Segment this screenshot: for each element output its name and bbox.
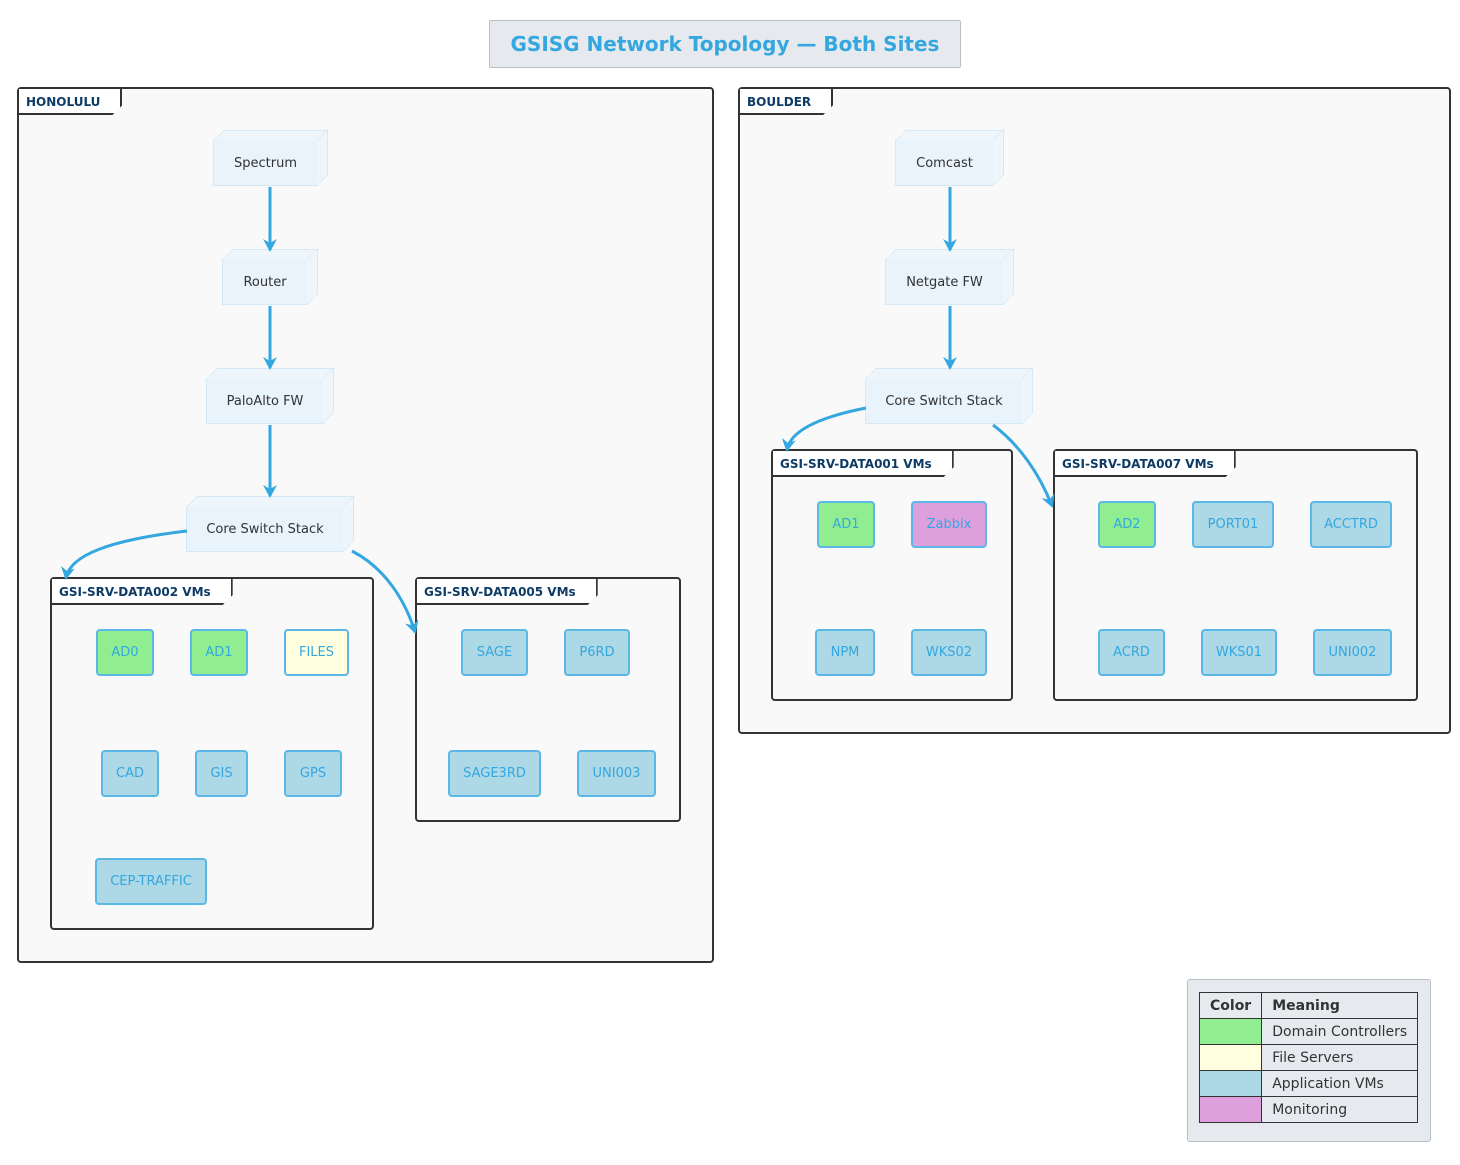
diagram-title: GSISG Network Topology — Both Sites <box>489 20 961 68</box>
honolulu-data002-label: GSI-SRV-DATA002 VMs <box>52 579 233 605</box>
honolulu-firewall-node: PaloAlto FW <box>206 378 324 424</box>
vm-files[interactable]: FILES <box>284 629 349 676</box>
honolulu-data005-label: GSI-SRV-DATA005 VMs <box>417 579 598 605</box>
vm-npm[interactable]: NPM <box>815 629 875 676</box>
vm-cep-traffic[interactable]: CEP-TRAFFIC <box>95 858 207 905</box>
legend-swatch-monitoring <box>1198 1096 1263 1123</box>
legend: Color Meaning Domain Controllers File Se… <box>1187 979 1431 1142</box>
vm-acctrd[interactable]: ACCTRD <box>1310 501 1392 548</box>
honolulu-site-label: HONOLULU <box>19 89 122 115</box>
vm-uni002[interactable]: UNI002 <box>1313 629 1392 676</box>
vm-acrd[interactable]: ACRD <box>1098 629 1165 676</box>
legend-header-color: Color <box>1198 992 1263 1019</box>
vm-gis[interactable]: GIS <box>195 750 248 797</box>
boulder-firewall-node: Netgate FW <box>885 259 1004 305</box>
honolulu-router-node: Router <box>222 259 308 305</box>
vm-ad1-honolulu[interactable]: AD1 <box>190 629 248 676</box>
vm-wks01[interactable]: WKS01 <box>1201 629 1277 676</box>
vm-p6rd[interactable]: P6RD <box>564 629 630 676</box>
legend-label-application-vm: Application VMs <box>1261 1070 1419 1097</box>
vm-port01[interactable]: PORT01 <box>1192 501 1274 548</box>
legend-swatch-application-vm <box>1198 1070 1263 1097</box>
boulder-data007-label: GSI-SRV-DATA007 VMs <box>1055 451 1236 477</box>
vm-gps[interactable]: GPS <box>284 750 342 797</box>
vm-ad1-boulder[interactable]: AD1 <box>817 501 875 548</box>
honolulu-isp-node: Spectrum <box>213 140 318 186</box>
boulder-data001-frame: GSI-SRV-DATA001 VMs <box>771 449 1013 701</box>
boulder-core-switch-node: Core Switch Stack <box>865 378 1023 424</box>
vm-ad0[interactable]: AD0 <box>96 629 154 676</box>
vm-sage3rd[interactable]: SAGE3RD <box>448 750 541 797</box>
boulder-isp-node: Comcast <box>895 140 994 186</box>
legend-swatch-file-server <box>1198 1044 1263 1071</box>
legend-swatch-domain-controller <box>1198 1018 1263 1045</box>
legend-label-file-server: File Servers <box>1261 1044 1419 1071</box>
vm-zabbix[interactable]: Zabbix <box>911 501 987 548</box>
legend-table: Color Meaning Domain Controllers File Se… <box>1198 992 1419 1123</box>
vm-wks02[interactable]: WKS02 <box>911 629 987 676</box>
vm-ad2[interactable]: AD2 <box>1098 501 1156 548</box>
legend-label-domain-controller: Domain Controllers <box>1261 1018 1419 1045</box>
legend-label-monitoring: Monitoring <box>1261 1096 1419 1123</box>
boulder-data001-label: GSI-SRV-DATA001 VMs <box>773 451 954 477</box>
vm-cad[interactable]: CAD <box>101 750 159 797</box>
legend-header-meaning: Meaning <box>1261 992 1419 1019</box>
vm-uni003[interactable]: UNI003 <box>577 750 656 797</box>
boulder-site-label: BOULDER <box>740 89 833 115</box>
vm-sage[interactable]: SAGE <box>461 629 528 676</box>
honolulu-core-switch-node: Core Switch Stack <box>186 506 344 552</box>
